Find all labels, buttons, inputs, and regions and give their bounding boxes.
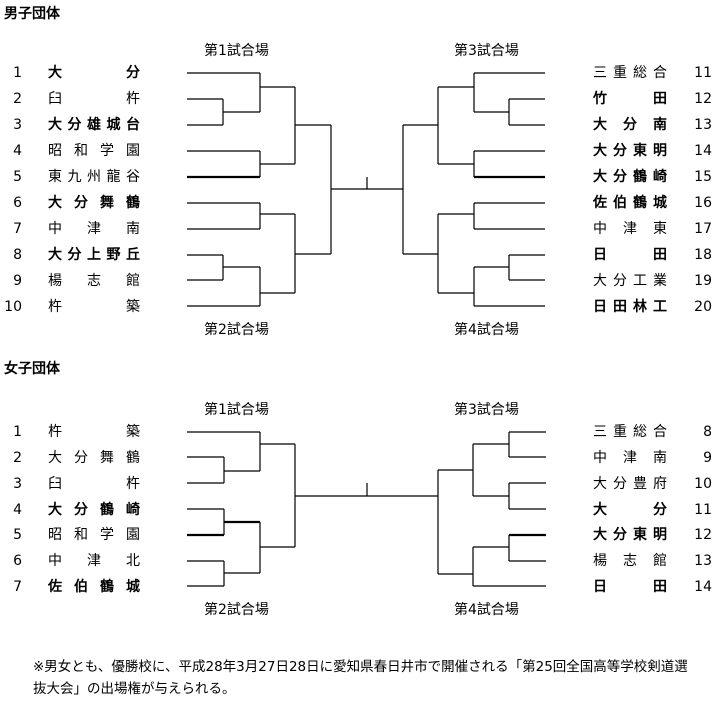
team-name: 大分東明 — [593, 143, 667, 159]
team-name: 東九州龍谷 — [48, 169, 140, 185]
women-section-title: 女子団体 — [4, 361, 60, 377]
team-name: 杵築 — [48, 424, 140, 440]
team-number: 3 — [13, 476, 22, 492]
team-name: 大分南 — [593, 117, 667, 133]
team-number: 16 — [694, 195, 712, 211]
team-number: 4 — [13, 502, 22, 518]
team-number: 18 — [694, 247, 712, 263]
team-name: 大分上野丘 — [48, 247, 140, 263]
team-number: 10 — [694, 476, 712, 492]
team-name: 臼杵 — [48, 91, 140, 107]
team-name: 竹田 — [593, 91, 667, 107]
men-venue-4: 第4試合場 — [454, 322, 519, 338]
team-number: 20 — [694, 299, 712, 315]
team-name: 大分鶴崎 — [593, 169, 667, 185]
team-number: 14 — [694, 143, 712, 159]
team-name: 中津南 — [48, 221, 140, 237]
team-number: 13 — [694, 553, 712, 569]
team-number: 13 — [694, 117, 712, 133]
team-name: 日田 — [593, 247, 667, 263]
team-number: 6 — [13, 553, 22, 569]
team-number: 12 — [694, 527, 712, 543]
team-name: 三重総合 — [593, 65, 667, 81]
team-number: 5 — [13, 527, 22, 543]
team-number: 14 — [694, 579, 712, 595]
team-name: 楊志館 — [593, 553, 667, 569]
team-name: 中津東 — [593, 221, 667, 237]
footnote: ※男女とも、優勝校に、平成28年3月27日28日に愛知県春日井市で開催される「第… — [33, 659, 688, 697]
women-venue-1: 第1試合場 — [204, 402, 269, 418]
team-name: 中津南 — [593, 450, 667, 466]
women-venue-3: 第3試合場 — [454, 402, 519, 418]
team-number: 4 — [13, 143, 22, 159]
team-number: 7 — [13, 579, 22, 595]
team-number: 11 — [694, 502, 712, 518]
team-name: 楊志館 — [48, 273, 140, 289]
men-venue-1: 第1試合場 — [204, 43, 269, 59]
team-name: 日田林工 — [593, 299, 667, 315]
women-venue-4: 第4試合場 — [454, 602, 519, 618]
team-name: 佐伯鶴城 — [593, 195, 667, 211]
team-number: 2 — [13, 91, 22, 107]
team-number: 8 — [13, 247, 22, 263]
team-number: 5 — [13, 169, 22, 185]
team-name: 大分鶴崎 — [48, 502, 140, 518]
team-name: 大分 — [48, 65, 140, 81]
team-name: 大分舞鶴 — [48, 450, 140, 466]
team-number: 1 — [13, 424, 22, 440]
team-name: 大分 — [593, 502, 667, 518]
team-number: 3 — [13, 117, 22, 133]
men-section-title: 男子団体 — [4, 6, 60, 22]
team-number: 2 — [13, 450, 22, 466]
team-name: 佐伯鶴城 — [48, 579, 140, 595]
team-name: 三重総合 — [593, 424, 667, 440]
team-number: 11 — [694, 65, 712, 81]
team-number: 9 — [703, 450, 712, 466]
team-name: 臼杵 — [48, 476, 140, 492]
team-number: 17 — [694, 221, 712, 237]
men-venue-3: 第3試合場 — [454, 43, 519, 59]
team-name: 大分雄城台 — [48, 117, 140, 133]
team-number: 15 — [694, 169, 712, 185]
team-name: 昭和学園 — [48, 143, 140, 159]
team-name: 大分工業 — [593, 273, 667, 289]
team-name: 昭和学園 — [48, 527, 140, 543]
team-number: 19 — [694, 273, 712, 289]
team-number: 10 — [4, 299, 22, 315]
team-number: 9 — [13, 273, 22, 289]
team-number: 7 — [13, 221, 22, 237]
team-name: 日田 — [593, 579, 667, 595]
team-name: 大分東明 — [593, 527, 667, 543]
team-number: 6 — [13, 195, 22, 211]
men-venue-2: 第2試合場 — [204, 322, 269, 338]
team-name: 大分豊府 — [593, 476, 667, 492]
women-venue-2: 第2試合場 — [204, 602, 269, 618]
team-name: 杵築 — [48, 299, 140, 315]
team-number: 1 — [13, 65, 22, 81]
team-name: 中津北 — [48, 553, 140, 569]
team-number: 12 — [694, 91, 712, 107]
team-number: 8 — [703, 424, 712, 440]
team-name: 大分舞鶴 — [48, 195, 140, 211]
